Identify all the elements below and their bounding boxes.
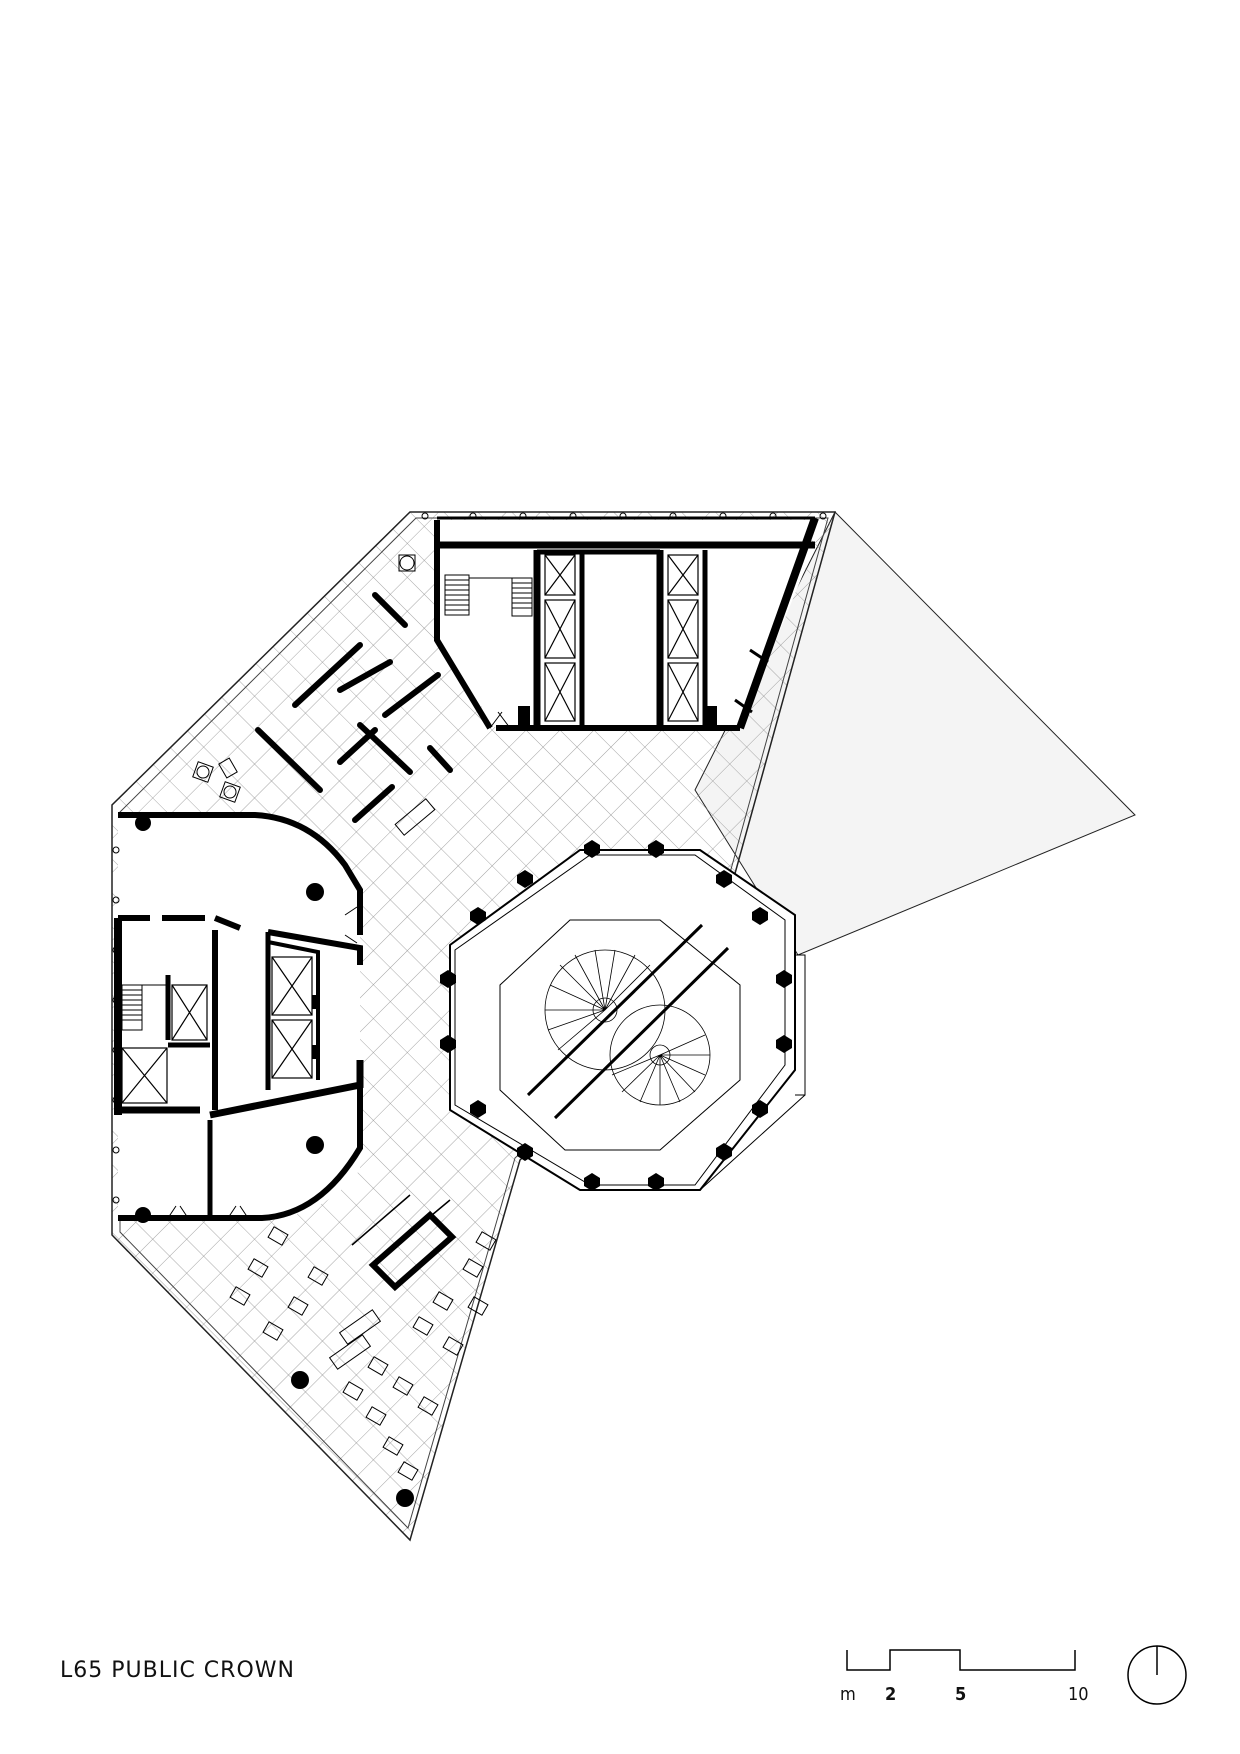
scale-unit: m bbox=[840, 1684, 856, 1705]
south-columns bbox=[291, 1371, 414, 1507]
scale-mark-10: 10 bbox=[1068, 1684, 1089, 1705]
north-core bbox=[421, 512, 827, 731]
dining-tables bbox=[229, 1226, 497, 1481]
exhibition-walls bbox=[255, 592, 453, 823]
scale-mark-2: 2 bbox=[885, 1684, 896, 1705]
west-core bbox=[112, 812, 364, 1223]
scale-bar: m 2 5 10 bbox=[840, 1649, 1089, 1705]
scale-mark-5: 5 bbox=[955, 1684, 966, 1705]
north-arrow-icon bbox=[1127, 1645, 1187, 1705]
bar-counter bbox=[351, 1194, 457, 1292]
plan-title: L65 PUBLIC CROWN bbox=[60, 1658, 295, 1683]
lounge-furniture bbox=[192, 554, 436, 836]
central-drum bbox=[440, 840, 806, 1191]
